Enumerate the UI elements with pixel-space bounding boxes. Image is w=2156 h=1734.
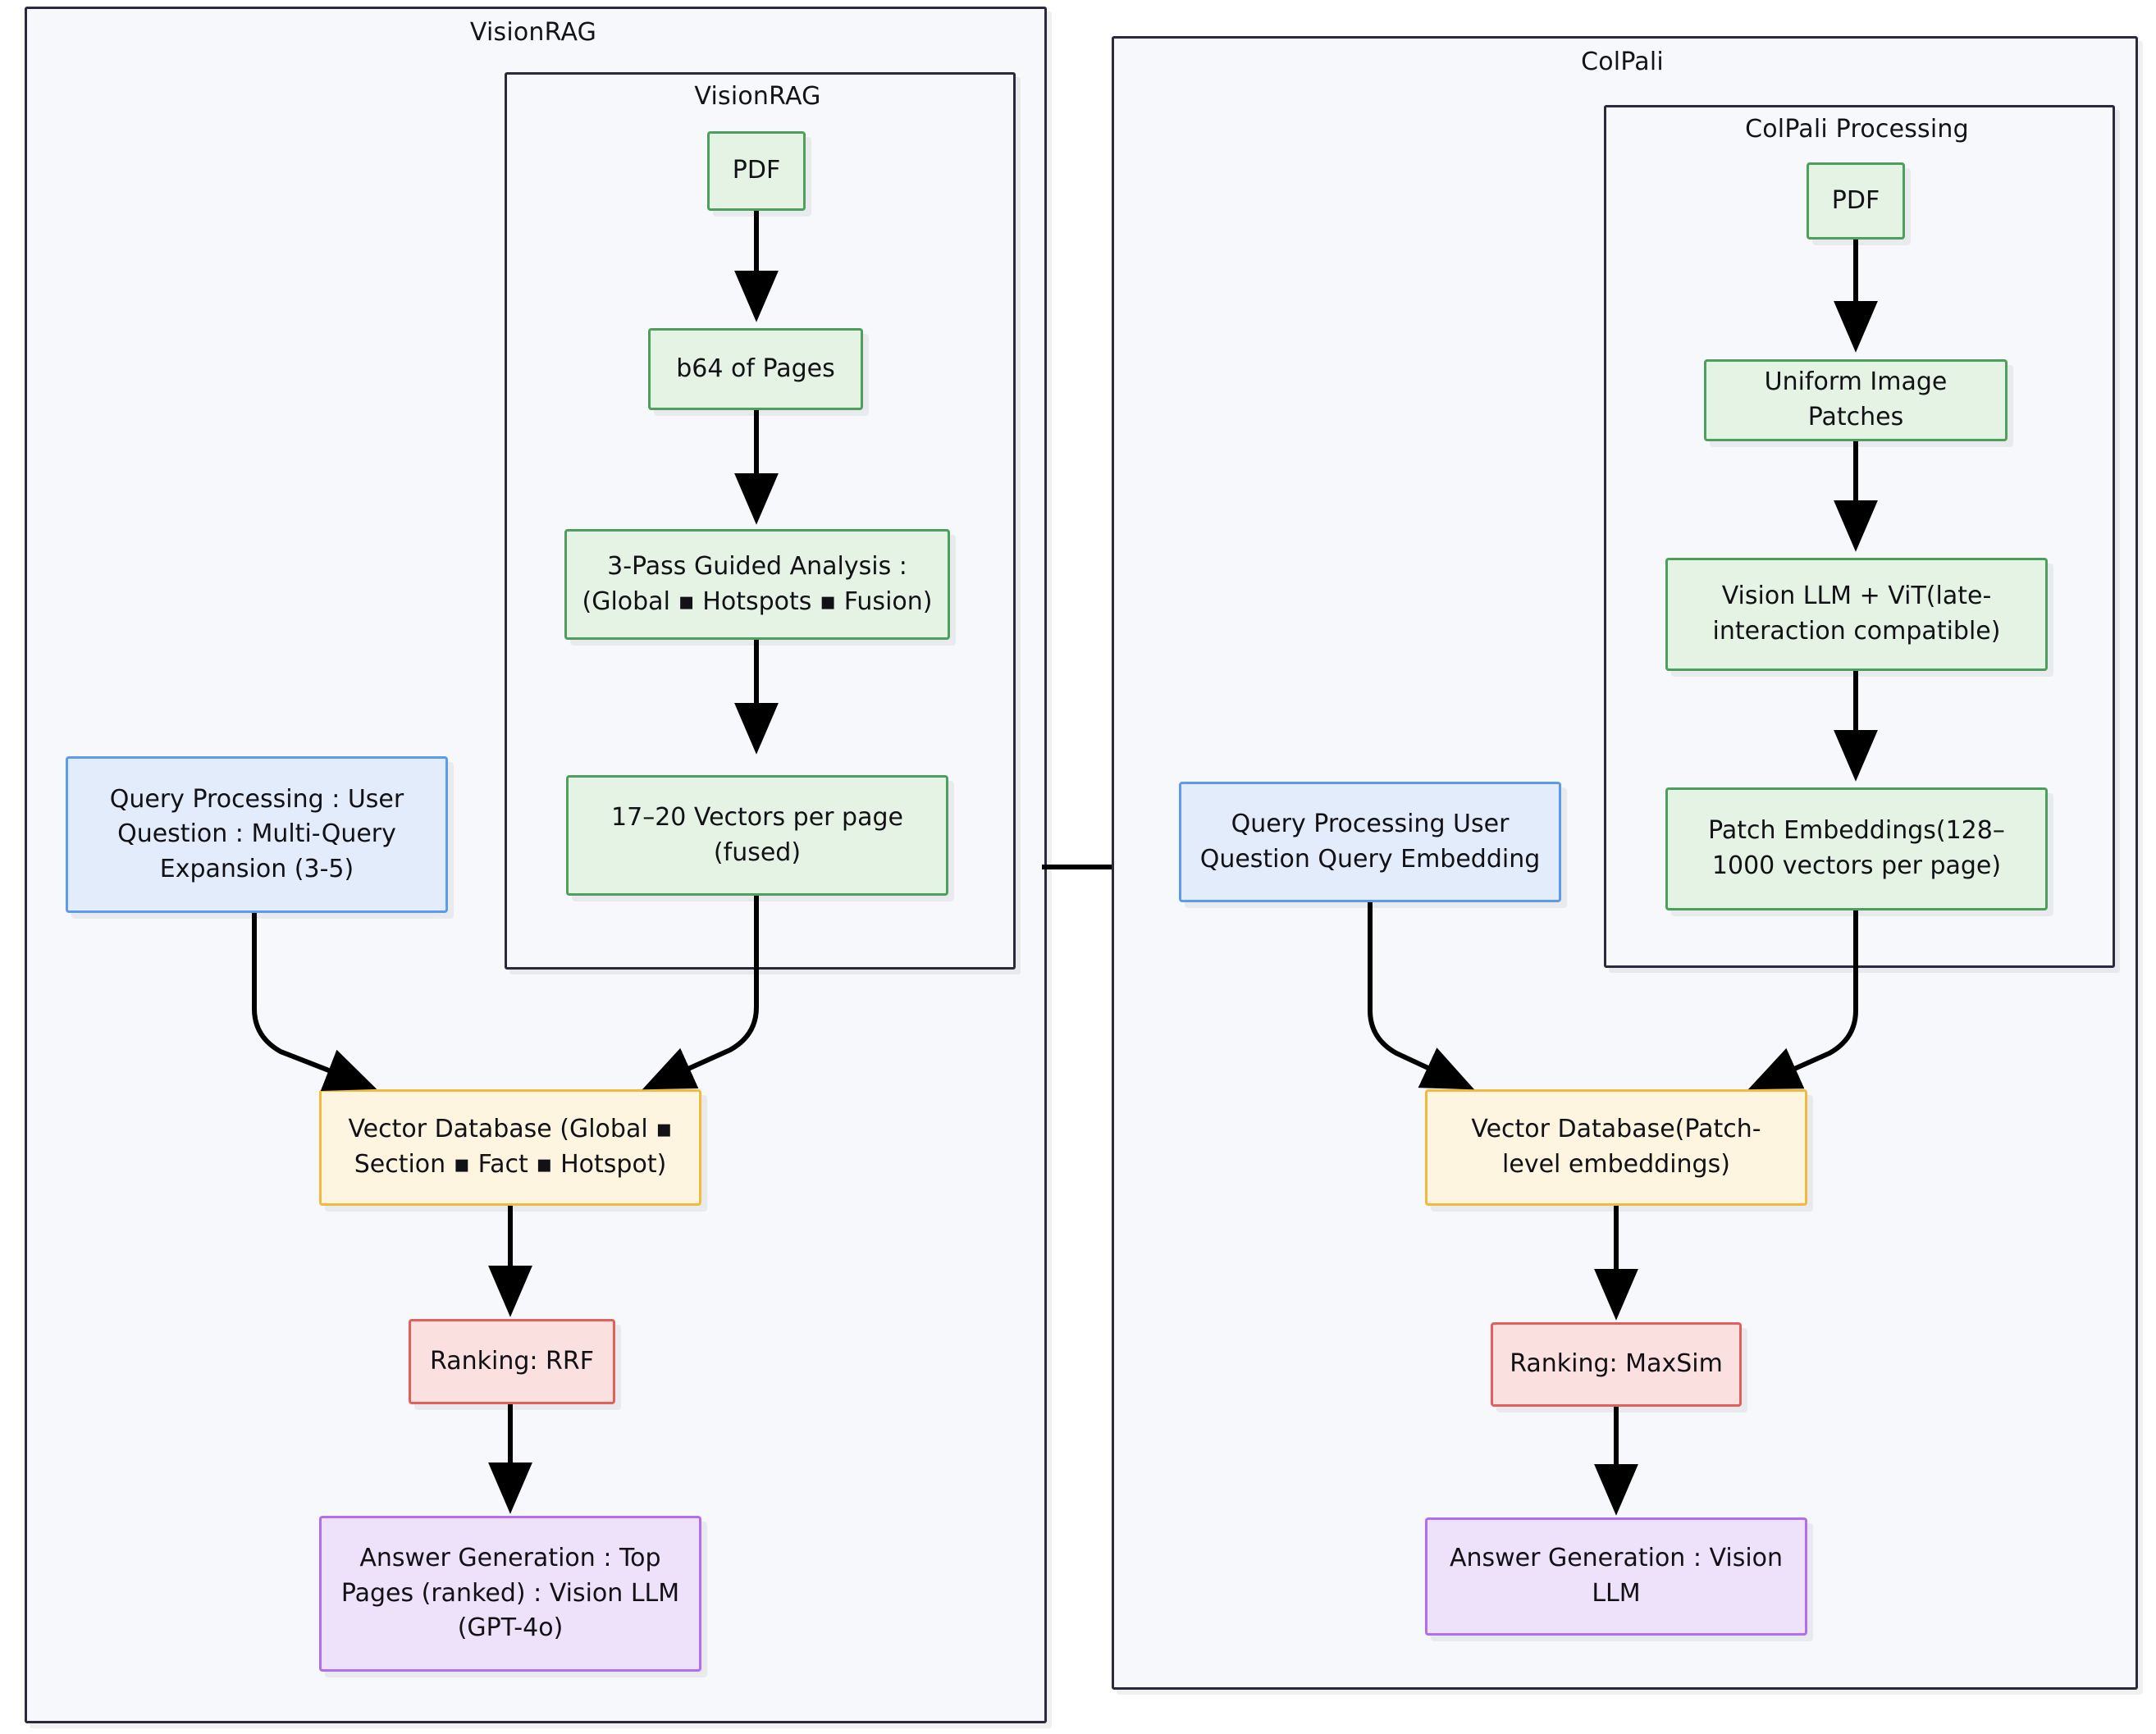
- node-left-b64-of-pages[interactable]: b64 of Pages: [648, 328, 863, 410]
- node-right-patch-embeddings[interactable]: Patch Embeddings(128– 1000 vectors per p…: [1665, 787, 2048, 910]
- node-right-ranking-maxsim[interactable]: Ranking: MaxSim: [1491, 1322, 1742, 1407]
- subgraph-colpali-inner-title: ColPali Processing: [1745, 115, 1969, 144]
- node-right-vector-database[interactable]: Vector Database(Patch- level embeddings): [1425, 1089, 1807, 1206]
- subgraph-colpali-outer-title: ColPali: [1581, 48, 1664, 76]
- node-left-ranking-rrf[interactable]: Ranking: RRF: [409, 1319, 615, 1404]
- node-right-answer-generation[interactable]: Answer Generation : Vision LLM: [1425, 1517, 1807, 1636]
- node-right-vision-llm-vit[interactable]: Vision LLM + ViT(late- interaction compa…: [1665, 558, 2048, 671]
- subgraph-visionrag-outer-title: VisionRAG: [469, 18, 597, 47]
- subgraph-visionrag-inner-title: VisionRAG: [694, 82, 821, 111]
- node-left-vectors-per-page[interactable]: 17–20 Vectors per page (fused): [566, 775, 948, 896]
- node-left-vector-database[interactable]: Vector Database (Global ▪ Section ▪ Fact…: [319, 1089, 701, 1206]
- node-left-answer-generation[interactable]: Answer Generation : Top Pages (ranked) :…: [319, 1516, 701, 1672]
- node-right-uniform-image-patches[interactable]: Uniform Image Patches: [1704, 359, 2008, 441]
- node-left-pdf[interactable]: PDF: [707, 131, 806, 211]
- node-left-query-processing[interactable]: Query Processing : User Question : Multi…: [66, 756, 448, 913]
- node-right-pdf[interactable]: PDF: [1807, 162, 1905, 240]
- node-left-3pass-guided-analysis[interactable]: 3-Pass Guided Analysis : (Global ▪ Hotsp…: [564, 529, 950, 640]
- node-right-query-processing[interactable]: Query Processing User Question Query Emb…: [1179, 782, 1561, 902]
